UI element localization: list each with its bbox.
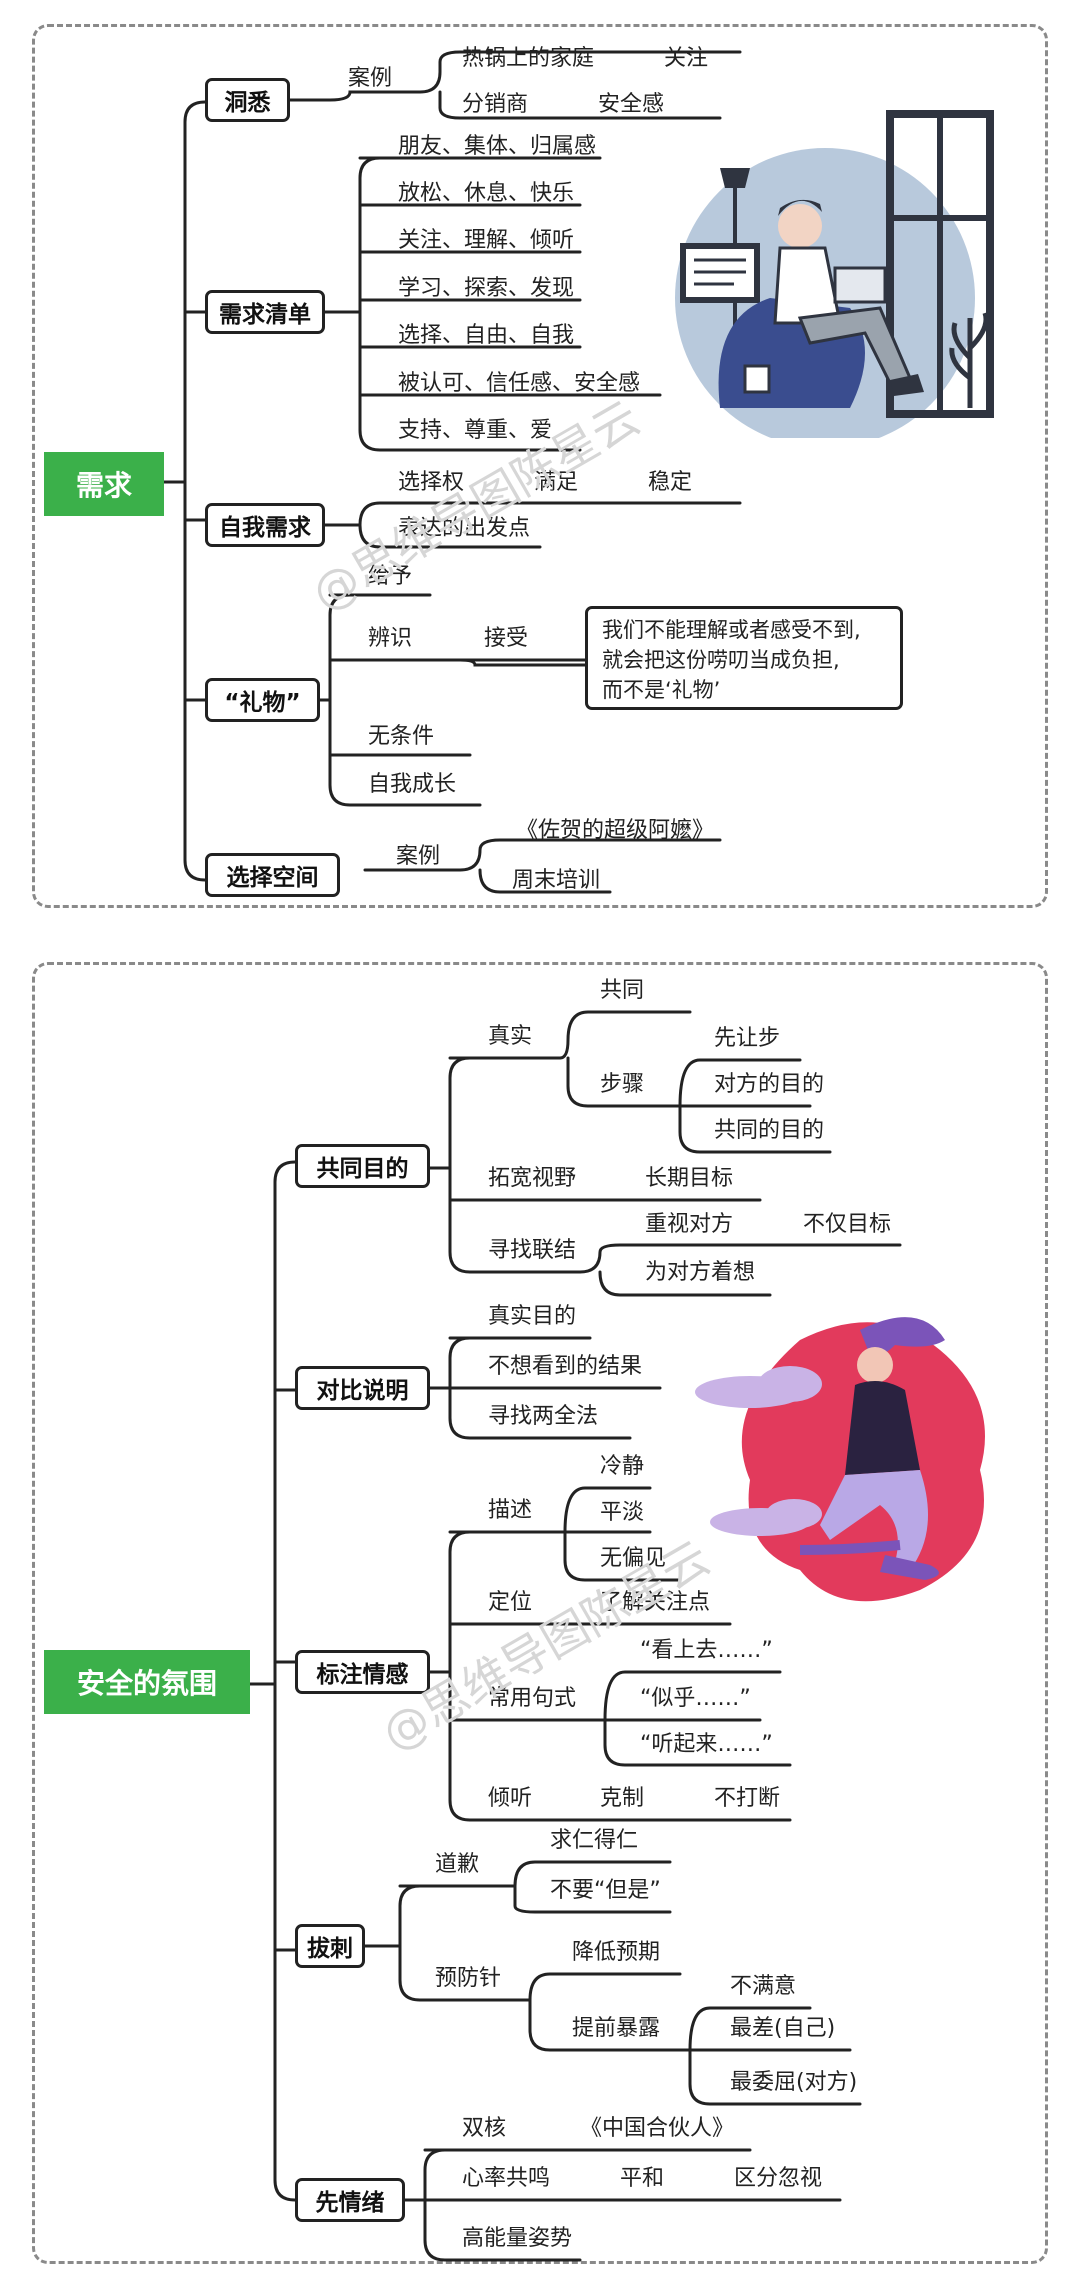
- branch-ziwo: 自我需求: [205, 503, 325, 547]
- label-liaojie: 了解关注点: [600, 1590, 711, 1615]
- branch-dongxi: 洞悉: [205, 78, 290, 122]
- label-geiyu: 给予: [368, 564, 413, 589]
- label-lengjing: 冷静: [600, 1454, 645, 1479]
- label-gongtong-de-mudi: 共同的目的: [714, 1118, 825, 1143]
- label-zuicha: 最差(自己): [730, 2016, 836, 2041]
- label-reguo: 热锅上的家庭: [462, 46, 595, 71]
- branch-gongtong-mudi: 共同目的: [295, 1144, 430, 1188]
- panel1-connectors: [162, 50, 742, 894]
- xuqiu-item: 关注、理解、倾听: [398, 228, 575, 253]
- label-anli-1: 案例: [348, 66, 393, 91]
- label-daoqian: 道歉: [435, 1852, 480, 1877]
- illustration-man-reading: [675, 110, 994, 438]
- label-zhenshi-mudi: 真实目的: [488, 1304, 577, 1329]
- xuqiu-item: 被认可、信任感、安全感: [398, 371, 641, 396]
- label-fenxiao: 分销商: [462, 92, 529, 117]
- note-line: 就会把这份唠叨当成负担,: [602, 648, 840, 672]
- label-liangquan: 寻找两全法: [488, 1404, 599, 1429]
- label-anli-2: 案例: [396, 844, 441, 869]
- label-yufang: 预防针: [435, 1966, 502, 1991]
- label-zuohe: 《佐贺的超级阿嬷》: [516, 818, 715, 843]
- label-xunzhao: 寻找联结: [488, 1238, 577, 1263]
- label-zhoumo: 周末培训: [512, 868, 601, 893]
- note-liwu: 我们不能理解或者感受不到, 就会把这份唠叨当成负担, 而不是‘礼物’: [585, 606, 903, 710]
- panel-needs: [32, 24, 1048, 908]
- label-guanzhu: 关注: [664, 46, 709, 71]
- label-jiangdi: 降低预期: [572, 1940, 661, 1965]
- label-changyong: 常用句式: [488, 1686, 577, 1711]
- label-ziwochengzhang: 自我成长: [368, 772, 457, 797]
- label-buxiang: 不想看到的结果: [488, 1354, 643, 1379]
- branch-duibi: 对比说明: [295, 1366, 430, 1410]
- branch-xuanze-kongjian: 选择空间: [205, 853, 340, 897]
- label-qiuren: 求仁得仁: [550, 1828, 639, 1853]
- label-buda: 不打断: [714, 1786, 781, 1811]
- label-zhenshi: 真实: [488, 1024, 533, 1049]
- note-line: 而不是‘礼物’: [602, 678, 721, 702]
- label-zhongshi: 重视对方: [645, 1212, 734, 1237]
- xuqiu-item: 支持、尊重、爱: [398, 418, 553, 443]
- label-tuokuan: 拓宽视野: [488, 1166, 577, 1191]
- label-dingwei: 定位: [488, 1590, 533, 1615]
- root-node-safe: 安全的氛围: [44, 1650, 250, 1714]
- label-zhongguo: 《中国合伙人》: [580, 2116, 735, 2141]
- xuqiu-item: 放松、休息、快乐: [398, 181, 575, 206]
- label-buyao: 不要“但是”: [550, 1878, 661, 1903]
- branch-xuqiu-list: 需求清单: [205, 290, 325, 334]
- xuqiu-item: 朋友、集体、归属感: [398, 134, 597, 159]
- branch-biaozhu: 标注情感: [295, 1650, 430, 1694]
- label-gongtong: 共同: [600, 978, 645, 1003]
- label-qingting: 倾听: [488, 1786, 533, 1811]
- label-zuiwei: 最委屈(对方): [730, 2070, 858, 2095]
- label-qufen: 区分忽视: [734, 2166, 823, 2191]
- label-tiqian: 提前暴露: [572, 2016, 661, 2041]
- label-anquan-1: 安全感: [598, 92, 665, 117]
- label-biaoda: 表达的出发点: [398, 516, 531, 541]
- label-sentence-1: “看上去……”: [640, 1638, 773, 1663]
- label-wending: 稳定: [648, 470, 693, 495]
- label-gaoneng: 高能量姿势: [462, 2226, 573, 2251]
- branch-liwu: “礼物”: [205, 678, 320, 722]
- label-manzu: 满足: [534, 470, 579, 495]
- label-duifang-mudi: 对方的目的: [714, 1072, 825, 1097]
- label-xianrang: 先让步: [714, 1026, 781, 1051]
- label-jieshou: 接受: [484, 626, 529, 651]
- label-pinghe: 平和: [620, 2166, 665, 2191]
- label-pingdan: 平淡: [600, 1500, 645, 1525]
- label-kezhi: 克制: [600, 1786, 645, 1811]
- branch-xianqingxu: 先情绪: [295, 2178, 405, 2222]
- label-miaoshu: 描述: [488, 1498, 533, 1523]
- label-bujin: 不仅目标: [803, 1212, 892, 1237]
- label-xuanzequan: 选择权: [398, 470, 465, 495]
- illustration-woman-sitting: [695, 1317, 985, 1602]
- label-changqi: 长期目标: [645, 1166, 734, 1191]
- label-sentence-3: “听起来……”: [640, 1732, 773, 1757]
- label-xinlv: 心率共鸣: [462, 2166, 551, 2191]
- label-wupianjian: 无偏见: [600, 1546, 667, 1571]
- root-node-needs: 需求: [44, 452, 164, 516]
- panel-safe-atmosphere: [32, 962, 1048, 2264]
- xuqiu-item: 学习、探索、发现: [398, 276, 575, 301]
- note-line: 我们不能理解或者感受不到,: [602, 618, 861, 642]
- label-weiduifang: 为对方着想: [645, 1260, 756, 1285]
- label-wutiaojian: 无条件: [368, 724, 435, 749]
- label-bumanyi: 不满意: [730, 1974, 797, 1999]
- label-bianshi: 辨识: [368, 626, 413, 651]
- xuqiu-item: 选择、自由、自我: [398, 323, 575, 348]
- branch-baci: 拔刺: [295, 1924, 365, 1968]
- label-shuanghe: 双核: [462, 2116, 507, 2141]
- label-sentence-2: “似乎……”: [640, 1686, 751, 1711]
- label-buzhou: 步骤: [600, 1072, 645, 1097]
